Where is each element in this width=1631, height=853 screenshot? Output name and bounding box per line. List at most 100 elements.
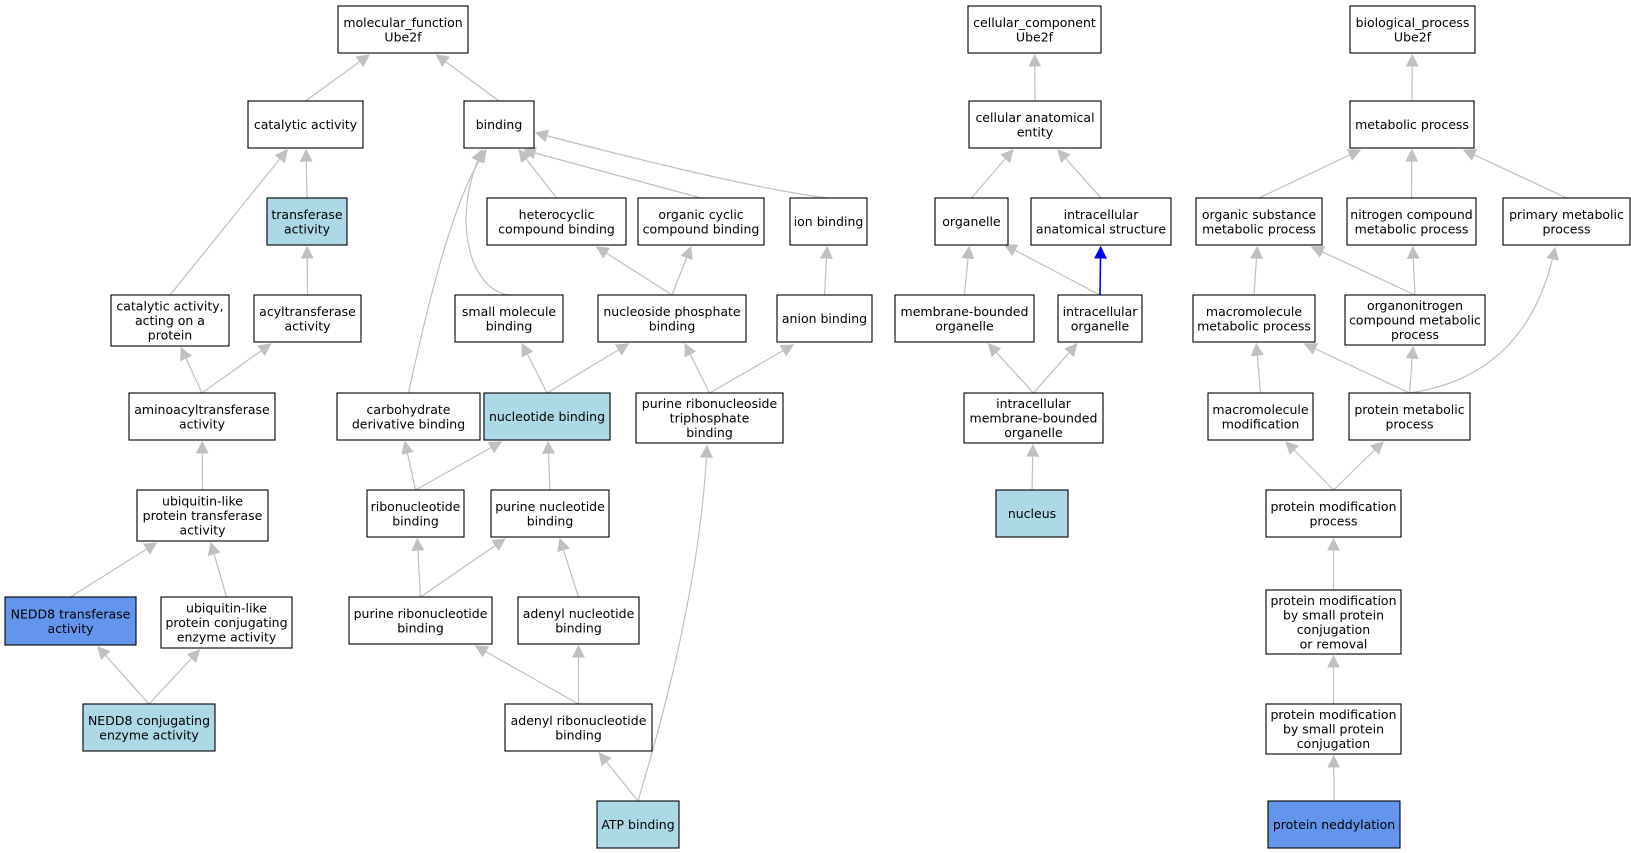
node-box: [1349, 5, 1476, 54]
node-organelle[interactable]: organelle: [934, 197, 1009, 246]
node-box: [82, 703, 216, 752]
node-label: binding: [686, 425, 733, 440]
node-atp-binding[interactable]: ATP binding: [596, 800, 680, 849]
node-nucleotide-binding[interactable]: nucleotide binding: [483, 392, 611, 441]
node-label: membrane-bounded: [901, 304, 1029, 319]
node-binding[interactable]: binding: [463, 100, 535, 149]
node-box: [336, 392, 481, 441]
node-box: [366, 489, 465, 538]
node-box: [597, 294, 747, 343]
edge-intracellular_anat-to-cellular_anatomical: [1057, 149, 1102, 199]
node-label: protein modification: [1271, 593, 1397, 608]
node-box: [1192, 294, 1316, 343]
node-box: [1195, 197, 1323, 246]
node-protein-neddylation[interactable]: protein neddylation: [1267, 800, 1401, 849]
edge-macromolecule_metabolic-to-organic_substance: [1249, 245, 1263, 296]
node-ion-binding[interactable]: ion binding: [789, 197, 868, 246]
node-label: macromolecule: [1206, 304, 1302, 319]
node-label: catalytic activity,: [116, 299, 223, 314]
node-box: [1267, 800, 1401, 849]
node-box: [635, 392, 784, 444]
edge-primary_metabolic-to-metabolic: [1462, 149, 1567, 199]
node-label: anatomical structure: [1036, 221, 1166, 236]
node-label: compound metabolic: [1349, 313, 1481, 328]
node-label: protein transferase: [143, 508, 263, 523]
node-label: small molecule: [462, 304, 557, 319]
edge-organic_cyclic-to-binding: [522, 146, 702, 199]
node-label: nucleotide binding: [489, 409, 605, 424]
edge-ribonucleotide-to-carbohydrate_deriv: [401, 440, 417, 491]
node-nucleus[interactable]: nucleus: [995, 489, 1069, 538]
node-catalytic[interactable]: catalytic activity: [247, 100, 364, 149]
node-label: binding: [555, 620, 602, 635]
edge-purine_nucleotide-to-nucleotide_binding: [542, 440, 556, 491]
edge-intracellular_organelle-to-intracellular_anat: [1093, 245, 1107, 296]
node-anion-binding[interactable]: anion binding: [776, 294, 873, 343]
edge-protein_mod-to-protein_metabolic: [1333, 441, 1384, 491]
node-box: [967, 5, 1102, 54]
node-label: organelle: [1071, 318, 1130, 333]
node-label: conjugation: [1297, 622, 1370, 637]
node-label: membrane-bounded: [970, 411, 1098, 426]
node-label: carbohydrate: [367, 402, 451, 417]
node-label: nucleus: [1008, 506, 1056, 521]
node-label: entity: [1017, 124, 1054, 139]
edge-atp_binding-to-adenyl_ribonucleotide: [598, 751, 639, 802]
node-metabolic[interactable]: metabolic process: [1349, 100, 1475, 149]
node-label: adenyl ribonucleotide: [511, 713, 647, 728]
node-label: ATP binding: [601, 817, 674, 832]
node-box: [968, 100, 1102, 149]
node-label: cellular anatomical: [975, 110, 1094, 125]
node-label: protein metabolic: [1354, 402, 1464, 417]
node-box: [486, 197, 627, 246]
node-box: [348, 596, 493, 645]
edge-nedd8_conjugating-to-nedd8_transferase: [97, 646, 150, 705]
node-label: metabolic process: [1355, 221, 1469, 236]
edge-intracell_mb_organelle-to-intracellular_organelle: [1033, 343, 1078, 394]
node-label: heterocyclic: [519, 207, 595, 222]
edge-organonitrogen-to-nitrogen_compound: [1406, 245, 1420, 296]
node-label: activity: [284, 318, 331, 333]
node-label: enzyme activity: [177, 630, 277, 645]
node-box: [1348, 392, 1471, 441]
edge-nedd8_conjugating-to-ubl_conjugating: [148, 649, 201, 705]
node-label: by small protein: [1283, 607, 1384, 622]
